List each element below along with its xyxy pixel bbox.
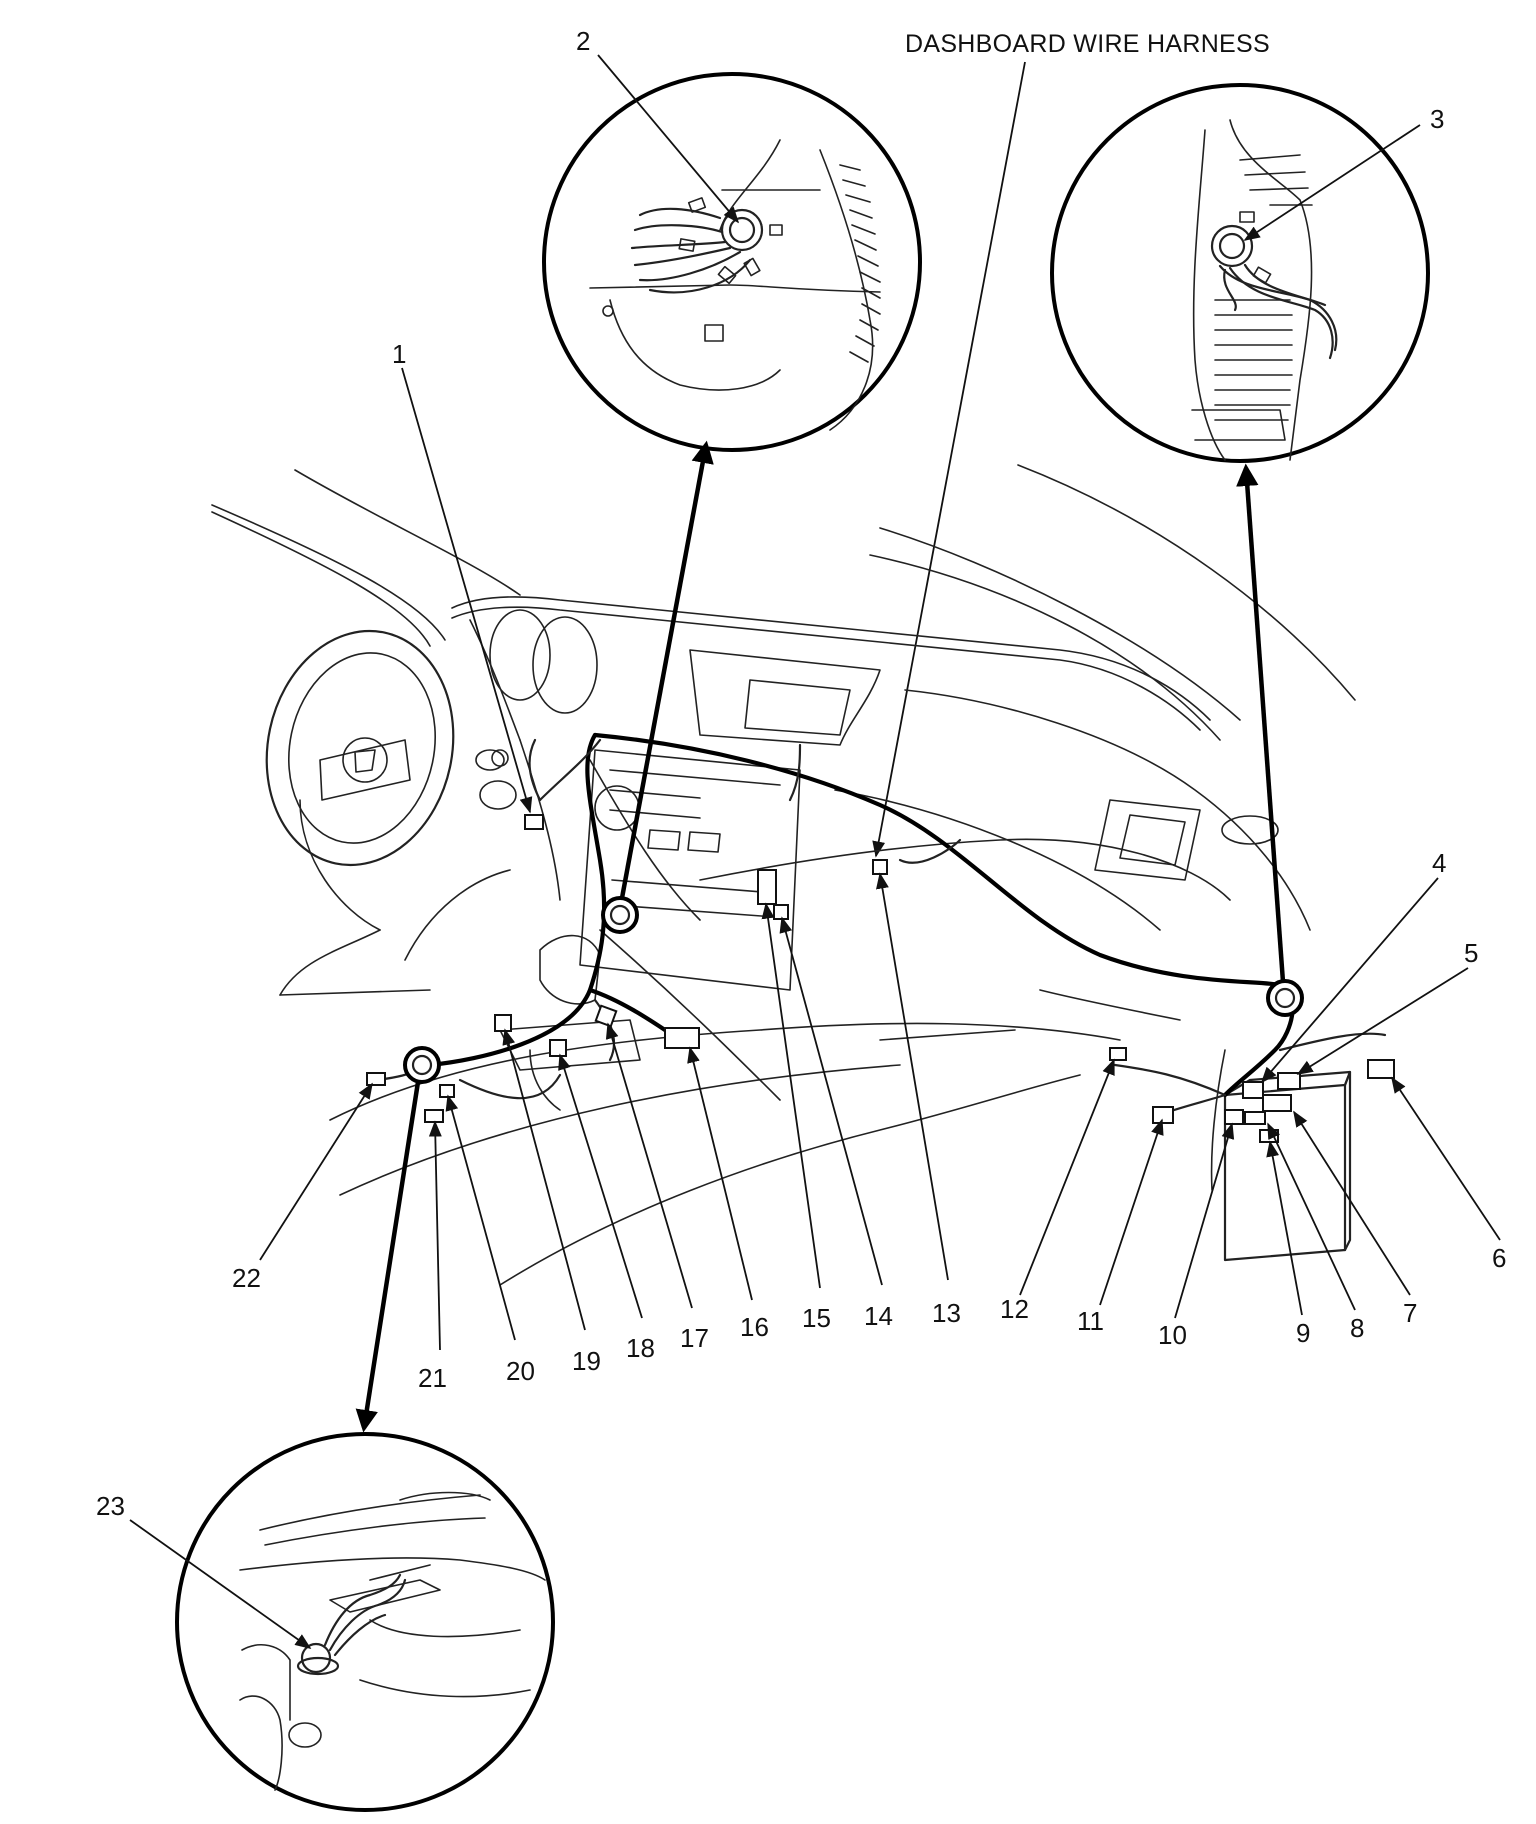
detail-23-link-arrow: [355, 1081, 421, 1433]
connector-7: [1262, 1094, 1292, 1112]
callout-9: 9: [1296, 1318, 1310, 1348]
callout-10: 10: [1158, 1320, 1187, 1350]
connector-20: [439, 1084, 455, 1098]
steering-wheel: [265, 629, 455, 931]
callout-3-leader: [1243, 124, 1421, 241]
connector-18: [549, 1039, 567, 1057]
callout-leaders: [259, 367, 1501, 1351]
callout-14: 14: [864, 1301, 893, 1331]
callout-15: 15: [802, 1303, 831, 1333]
callout-16: 16: [740, 1312, 769, 1342]
callout-17: 17: [680, 1323, 709, 1353]
connector-11: [1152, 1106, 1174, 1124]
callout-23: 23: [96, 1491, 125, 1521]
connector-10: [1224, 1109, 1244, 1125]
callout-7: 7: [1403, 1298, 1417, 1328]
callout-5: 5: [1464, 938, 1478, 968]
detail-circle-23: [175, 1432, 555, 1812]
callout-1: 1: [392, 339, 406, 369]
detail-circle-2: [542, 72, 922, 452]
callout-12: 12: [1000, 1294, 1029, 1324]
connector-19: [494, 1014, 512, 1032]
callout-11: 11: [1077, 1306, 1104, 1336]
dashboard-wire-harness: [373, 732, 1387, 1117]
callout-2: 2: [576, 26, 590, 56]
connector-12: [1109, 1047, 1127, 1061]
connector-1: [524, 814, 544, 830]
callout-13: 13: [932, 1298, 961, 1328]
connector-21: [424, 1109, 444, 1123]
connector-8: [1244, 1111, 1266, 1125]
connector-17: [594, 1004, 618, 1028]
connector-5: [1277, 1072, 1301, 1090]
harness-grommet-right: [1266, 979, 1304, 1017]
diagram-title: DASHBOARD WIRE HARNESS: [905, 30, 1270, 58]
callout-3: 3: [1430, 104, 1444, 134]
callout-23-leader: [129, 1519, 312, 1649]
callout-6: 6: [1492, 1243, 1506, 1273]
connector-15: [757, 869, 777, 905]
connector-22: [366, 1072, 386, 1086]
connector-4: [1242, 1081, 1264, 1099]
harness-grommet-left: [403, 1046, 441, 1084]
detail-3-link-arrow: [1236, 463, 1286, 983]
harness-grommet-center: [601, 896, 639, 934]
detail-2-link-arrow: [619, 440, 714, 899]
title-leader: [872, 61, 1026, 858]
detail-circle-3: [1050, 83, 1430, 463]
callout-21: 21: [418, 1363, 447, 1393]
callout-20: 20: [506, 1356, 535, 1386]
callout-22: 22: [232, 1263, 261, 1293]
dashboard-outline: [211, 464, 1356, 1286]
callout-labels: 1 2 3 4 5 6 7 8 9 10 11 12 13 14 15 16 1…: [96, 26, 1506, 1521]
callout-2-leader: [597, 54, 740, 224]
callout-4: 4: [1432, 848, 1446, 878]
center-console: [475, 609, 801, 1111]
callout-18: 18: [626, 1333, 655, 1363]
connector-16: [664, 1027, 700, 1049]
callout-8: 8: [1350, 1313, 1364, 1343]
connector-6: [1367, 1059, 1395, 1079]
callout-19: 19: [572, 1346, 601, 1376]
connector-14: [773, 904, 789, 920]
connector-13: [872, 859, 888, 875]
